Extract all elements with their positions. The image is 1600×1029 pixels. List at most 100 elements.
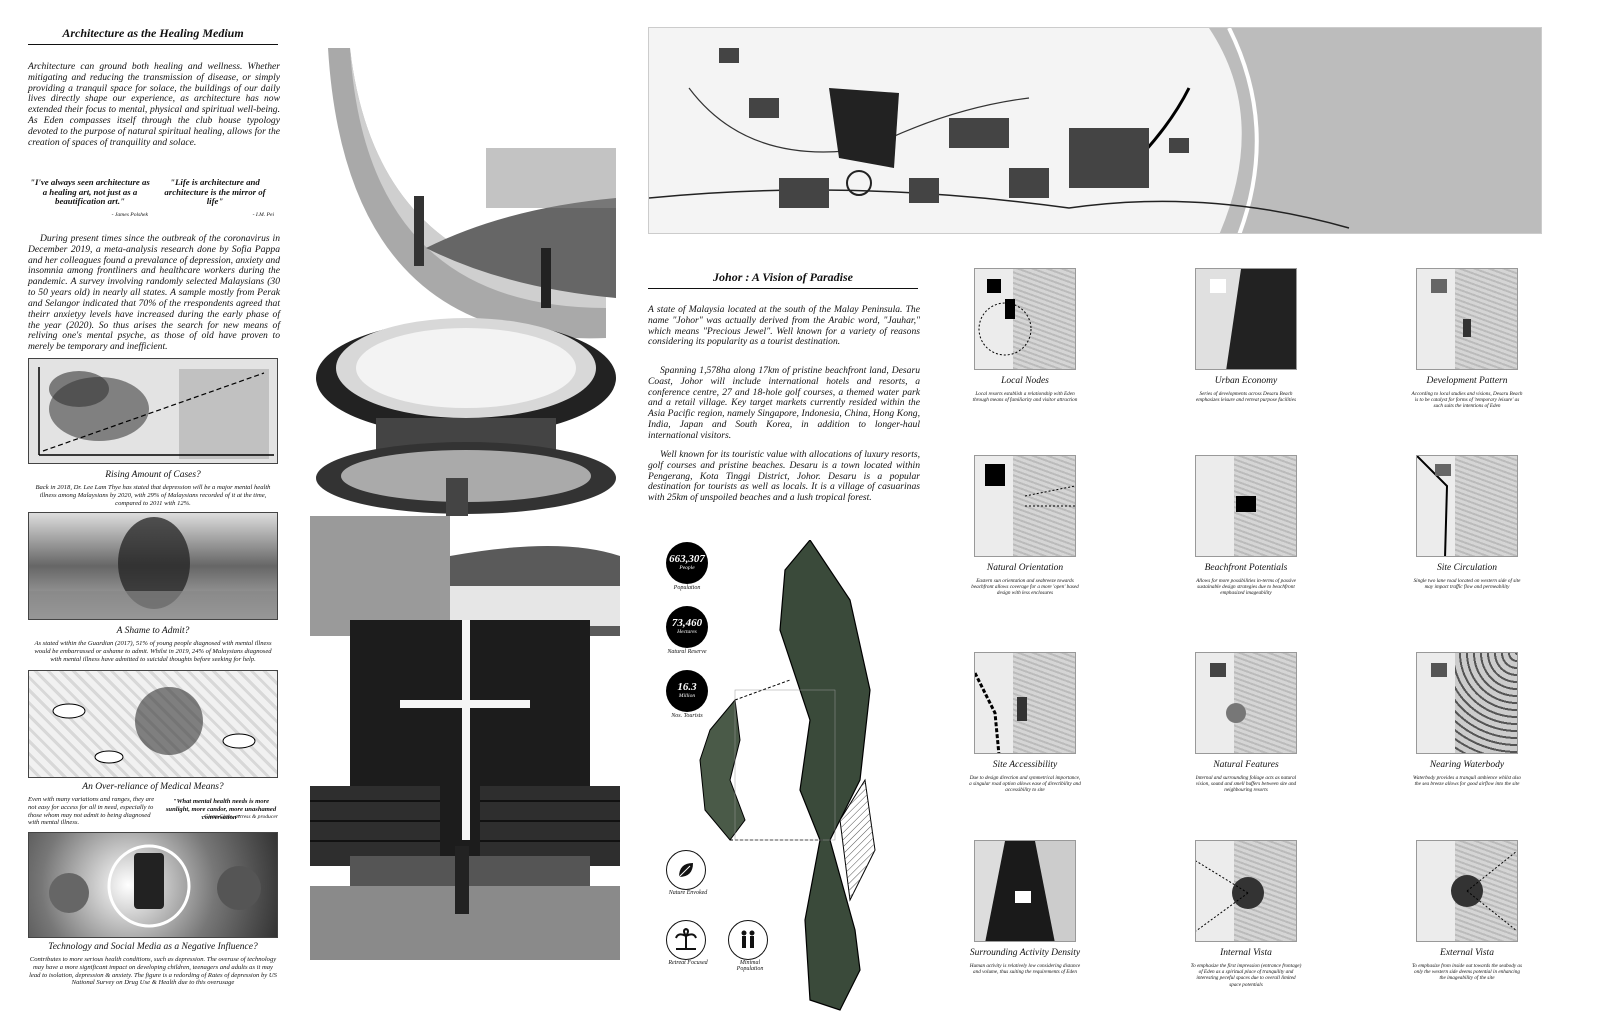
diagram-activity-density-map: [974, 840, 1076, 942]
quote-glenn-close-author: - Glenn Close, actress & producer: [201, 814, 278, 820]
stat-natural-reserve-label: Natural Reserve: [667, 649, 707, 655]
diagram-title: Beachfront Potentials: [1204, 563, 1288, 573]
icon-retreat: Retreat Focused: [666, 920, 710, 966]
people-icon: [728, 920, 768, 960]
left-section-title: Architecture as the Healing Medium: [28, 26, 278, 45]
diagram-title: Natural Orientation: [986, 563, 1064, 573]
diagram-description: According to local studies and visions, …: [1411, 391, 1523, 410]
johor-paragraph-3: Well known for its touristic value with …: [648, 449, 920, 504]
shame-collage: [28, 512, 278, 620]
diagram-nearing-waterbody: Nearing Waterbody Waterbody provides a t…: [1413, 652, 1521, 787]
stat-natural-reserve-badge: 73,460 Hectares: [666, 606, 708, 648]
diagram-site-circulation: Site Circulation Single two lane road lo…: [1414, 455, 1520, 590]
stat-tourists: 16.3 Million Nos. Tourists: [666, 670, 717, 719]
curved-wall-render-icon: [306, 48, 616, 516]
desc-technology: Contributes to more serious health condi…: [29, 956, 277, 987]
diagram-beachfront-potentials: Beachfront Potentials Allows for more po…: [1195, 455, 1297, 596]
rising-cases-collage: [28, 358, 278, 464]
diagram-description: Series of developments across Desaru Bea…: [1195, 391, 1297, 404]
diagram-development-pattern: Development Pattern According to local s…: [1411, 268, 1523, 409]
diagram-title: External Vista: [1440, 948, 1494, 958]
diagram-local-nodes: Local Nodes Local resorts establish a re…: [973, 268, 1077, 403]
diagram-description: Waterbody provides a tranquil ambience w…: [1413, 775, 1521, 788]
stat-tourists-label: Nos. Tourists: [671, 713, 703, 719]
desc-rising-cases: Back in 2018, Dr. Lee Lam Thye has state…: [35, 484, 271, 507]
desaru-coast-map-icon: [699, 538, 876, 1011]
johor-desaru-map: [690, 538, 930, 1015]
diagram-urban-economy: Urban Economy Series of developments acr…: [1195, 268, 1297, 403]
diagram-title: Surrounding Activity Density: [969, 948, 1081, 958]
caption-technology: Technology and Social Media as a Negativ…: [48, 942, 258, 952]
rising-cases-graph-icon: [29, 359, 277, 463]
diagram-title: Urban Economy: [1214, 376, 1278, 386]
icon-population: Minimal Population: [728, 920, 772, 972]
diagram-description: Internal and surrounding foliage acts as…: [1195, 775, 1297, 794]
diagram-development-pattern-map: [1416, 268, 1518, 370]
johor-paragraph-2: Spanning 1,578ha along 17km of pristine …: [648, 365, 920, 441]
aerial-map-icon: [649, 28, 1541, 233]
johor-paragraph-1: A state of Malaysia located at the south…: [648, 304, 920, 348]
quote-glenn-close: "What mental health needs is more sunlig…: [165, 798, 277, 821]
diagram-site-accessibility-map: [974, 652, 1076, 754]
palm-tree-icon: [666, 920, 706, 960]
pills-icon: [29, 671, 277, 777]
diagram-internal-vista-map: [1195, 840, 1297, 942]
diagram-description: To emphasize from inside out towards the…: [1411, 963, 1523, 982]
diagram-description: Allows for more possibilities in-terms o…: [1196, 578, 1296, 597]
diagram-description: Local resorts establish a relationship w…: [972, 391, 1078, 404]
quote-pei-author: - I.M. Pei: [252, 212, 274, 218]
caption-medical: An Over-reliance of Medical Means?: [82, 782, 224, 792]
diagram-natural-orientation-map: [974, 455, 1076, 557]
stat-population-label: Population: [673, 585, 701, 591]
medical-collage: [28, 670, 278, 778]
diagram-nearing-waterbody-map: [1416, 652, 1518, 754]
diagram-title: Development Pattern: [1426, 376, 1508, 386]
diagram-title: Site Circulation: [1436, 563, 1498, 573]
johor-section-title: Johor : A Vision of Paradise: [648, 270, 918, 289]
diagram-description: Eastern sun orientation and seabreeze to…: [971, 578, 1079, 597]
leaf-icon: [666, 850, 706, 890]
technology-collage: [28, 832, 278, 938]
icon-population-label: Minimal Population: [736, 960, 764, 972]
caption-shame: A Shame to Admit?: [116, 626, 190, 636]
stat-natural-reserve-unit: Hectares: [677, 629, 697, 636]
stat-natural-reserve: 73,460 Hectares Natural Reserve: [666, 606, 717, 655]
diagram-local-nodes-map: [974, 268, 1076, 370]
diagram-title: Nearing Waterbody: [1429, 760, 1505, 770]
stat-population-unit: People: [679, 565, 695, 572]
stat-natural-reserve-value: 73,460: [671, 617, 703, 630]
stat-tourists-badge: 16.3 Million: [666, 670, 708, 712]
desc-medical: Even with many variations and ranges, th…: [28, 796, 155, 827]
stat-population-badge: 663,307 People: [666, 542, 708, 584]
diagram-site-accessibility: Site Accessibility Due to design directi…: [969, 652, 1081, 793]
diagram-site-circulation-map: [1416, 455, 1518, 557]
stat-tourists-value: 16.3: [677, 681, 697, 694]
diagram-title: Natural Features: [1213, 760, 1279, 770]
diagram-external-vista: External Vista To emphasize from inside …: [1412, 840, 1522, 981]
diagram-description: Single two lane road located on western …: [1413, 578, 1521, 591]
social-media-icon: [49, 844, 261, 928]
crowd-face-icon: [29, 517, 277, 619]
intro-paragraph: Architecture can ground both healing and…: [28, 61, 280, 148]
diagram-natural-features-map: [1195, 652, 1297, 754]
diagram-natural-features: Natural Features Internal and surroundin…: [1195, 652, 1297, 793]
diagram-urban-economy-map: [1195, 268, 1297, 370]
diagram-description: Human activity is relatively low conside…: [969, 963, 1081, 976]
diagram-title: Site Accessibility: [992, 760, 1058, 770]
diagram-beachfront-potentials-map: [1195, 455, 1297, 557]
diagram-description: Due to design direction and symmetrical …: [969, 775, 1081, 794]
icon-nature-label: Nature Envoked: [668, 890, 708, 896]
diagram-internal-vista: Internal Vista To emphasize the first im…: [1191, 840, 1301, 988]
stat-population-value: 663,307: [669, 553, 705, 566]
stat-tourists-unit: Million: [678, 693, 696, 700]
diagram-title: Internal Vista: [1220, 948, 1272, 958]
caption-rising-cases: Rising Amount of Cases?: [105, 470, 201, 480]
site-aerial-map: [648, 27, 1542, 234]
desc-shame: As stated within the Guardian (2017), 51…: [34, 640, 272, 663]
quote-polshek-author: - James Polshek: [111, 212, 148, 218]
icon-nature: Nature Envoked: [666, 850, 710, 896]
quote-pei: "Life is architecture and architecture i…: [164, 177, 266, 207]
covid-paragraph: During present times since the outbreak …: [28, 233, 280, 353]
diagram-external-vista-map: [1416, 840, 1518, 942]
diagram-activity-density: Surrounding Activity Density Human activ…: [970, 840, 1080, 975]
